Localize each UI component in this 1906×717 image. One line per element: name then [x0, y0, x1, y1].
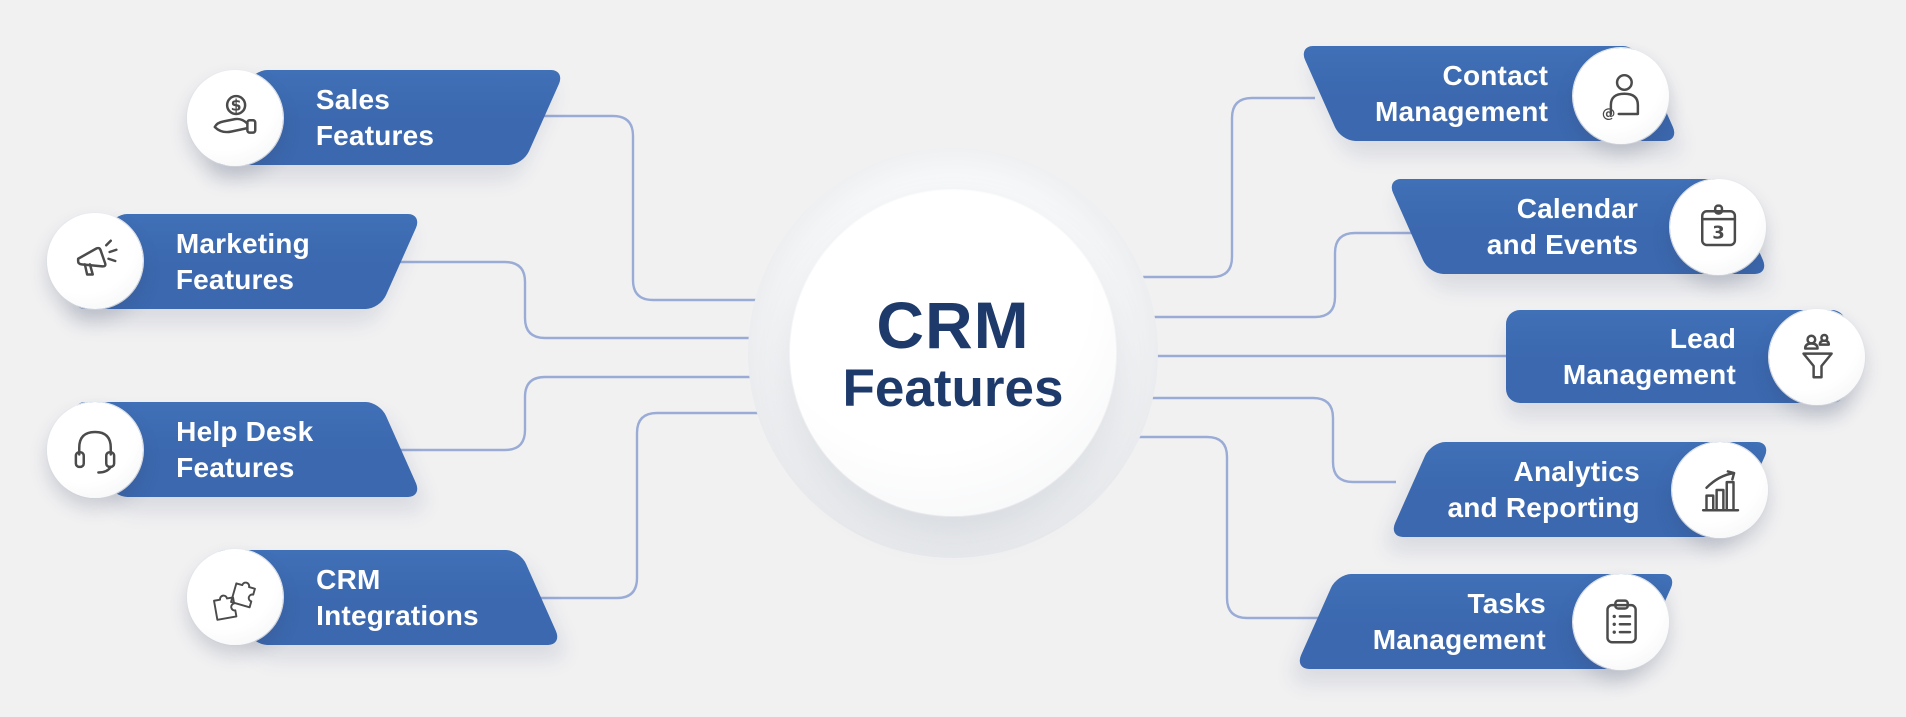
svg-text:$: $ — [231, 96, 242, 115]
feature-icon-circle-calendar: 3 — [1670, 179, 1766, 275]
feature-icon-circle-analytics — [1672, 442, 1768, 538]
hand-dollar-icon: $ — [213, 94, 257, 134]
connector-sales-features — [540, 114, 800, 302]
bar-chart-arrow-icon — [1701, 470, 1740, 512]
feature-icon-circle-tasks — [1573, 574, 1669, 670]
svg-text:@: @ — [1602, 105, 1616, 121]
feature-icon-circle-lead — [1769, 309, 1865, 405]
clipboard-checklist-icon — [1606, 599, 1637, 644]
feature-icon-circle-sales: $ — [187, 70, 283, 166]
megaphone-icon — [76, 239, 118, 276]
svg-text:3: 3 — [1712, 222, 1725, 243]
puzzle-icon — [213, 581, 256, 621]
center-node: CRM Features — [790, 190, 1116, 516]
diagram-title-line2: Features — [842, 358, 1064, 418]
connector-analytics-and-reporting — [1105, 396, 1396, 484]
headset-icon — [74, 430, 116, 474]
connector-tasks-management — [1093, 435, 1320, 620]
feature-icon-circle-marketing — [47, 213, 143, 309]
diagram-title-line1: CRM — [876, 287, 1030, 362]
connector-marketing-features — [398, 260, 800, 340]
funnel-people-icon — [1802, 333, 1833, 379]
calendar-icon: 3 — [1701, 204, 1737, 247]
feature-label: Lead Management — [1562, 322, 1736, 390]
connector-contact-management — [1095, 96, 1315, 279]
connector-calendar-and-events — [1105, 231, 1413, 319]
connector-crm-integrations — [536, 411, 805, 600]
feature-icon-circle-contact: @ — [1573, 48, 1669, 144]
connector-help-desk-features — [398, 375, 800, 452]
feature-icon-circle-integrations — [187, 549, 283, 645]
person-at-icon: @ — [1602, 73, 1640, 121]
feature-icon-circle-help-desk — [47, 402, 143, 498]
